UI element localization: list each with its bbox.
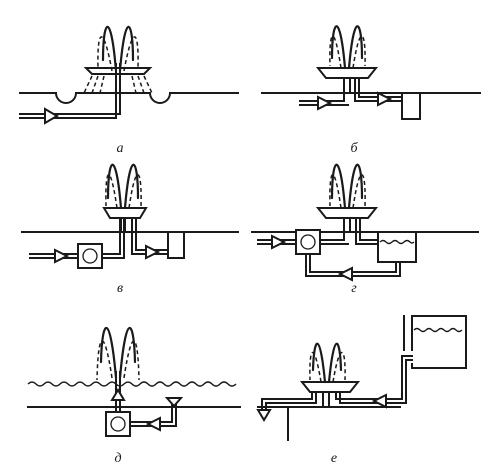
- panel-d-scheme: [27, 326, 241, 437]
- panel-v-label: в: [117, 281, 123, 296]
- panel-g-scheme: [251, 163, 479, 282]
- panel-e-scheme: [256, 315, 467, 441]
- panel-v-scheme: [21, 163, 239, 269]
- panel-d-label: д: [114, 451, 121, 466]
- panel-a-label: а: [117, 141, 124, 156]
- panel-b-label: б: [350, 141, 358, 156]
- panel-b-scheme: [261, 25, 481, 120]
- panel-e-label: е: [331, 451, 337, 466]
- panel-g-label: г: [351, 281, 357, 296]
- panel-a-scheme: [19, 25, 239, 125]
